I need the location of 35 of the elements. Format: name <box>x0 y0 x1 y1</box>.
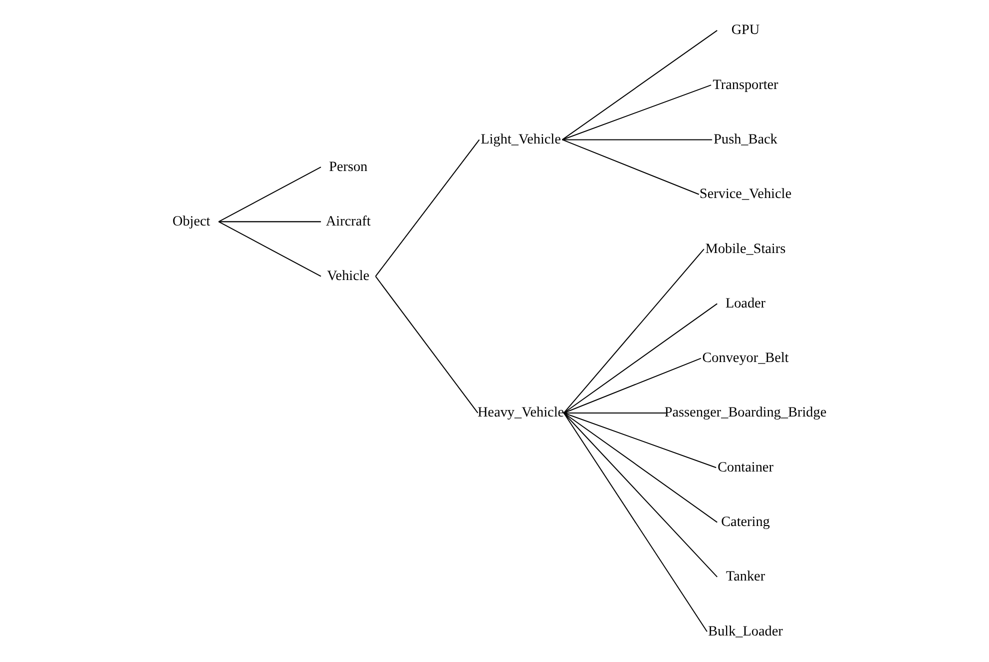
node-text: Object <box>172 213 210 230</box>
node-text: Passenger_Boarding_Bridge <box>664 404 826 421</box>
connector <box>218 221 322 277</box>
connector <box>564 412 716 468</box>
connector <box>562 139 712 140</box>
connector <box>562 139 700 195</box>
node-text: Aircraft <box>326 213 371 230</box>
connector <box>563 412 708 632</box>
connector <box>375 139 480 277</box>
connector <box>375 276 478 414</box>
node-text: Service_Vehicle <box>700 186 792 202</box>
node-text: GPU <box>731 22 760 38</box>
node-text: Transporter <box>712 76 778 93</box>
node-text: Heavy_Vehicle <box>478 404 564 421</box>
node-text: Push_Back <box>714 131 778 148</box>
connector <box>563 412 718 578</box>
connector <box>564 412 666 414</box>
node-text: Bulk_Loader <box>708 623 783 640</box>
connector <box>564 412 718 523</box>
connector <box>564 358 702 414</box>
node-text: Conveyor_Belt <box>702 350 789 366</box>
node-text: Tanker <box>726 568 766 585</box>
connector <box>218 221 321 222</box>
node-text: Container <box>718 459 774 476</box>
connector <box>218 166 322 222</box>
node-text: Light_Vehicle <box>480 131 561 148</box>
node-text: Vehicle <box>327 268 370 284</box>
connector <box>562 30 718 140</box>
connector <box>562 84 712 140</box>
connector <box>564 303 718 414</box>
node-text: Loader <box>725 295 766 312</box>
connector <box>563 248 704 414</box>
node-text: Mobile_Stairs <box>705 240 786 257</box>
node-text: Catering <box>721 514 770 530</box>
node-text: Person <box>328 158 368 175</box>
